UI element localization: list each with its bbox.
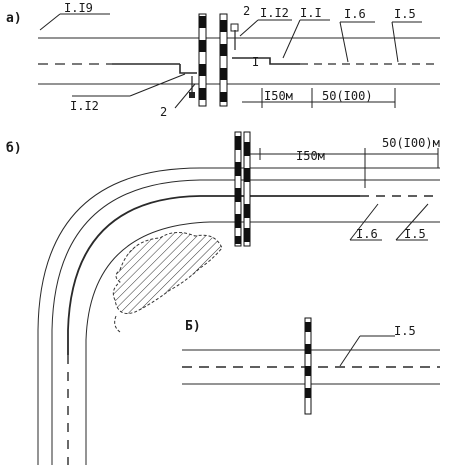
panel-a: а) I [6,1,440,119]
sign-top-icon [230,23,239,32]
leader-15-b [395,203,429,241]
leader-16-b [349,203,379,241]
label-119: I.I9 [64,1,93,15]
leader-112-bottom [129,73,186,97]
label-50-a: 50(I00) [322,89,373,103]
leader-11 [282,19,301,59]
railway-crossing-b [234,131,251,247]
label-150-b: I50м [296,149,325,163]
panel-c: Б) I.5 [182,317,440,415]
label-11: I.I [300,6,322,20]
railway-crossing-c [304,317,312,415]
road-edge-outer [37,167,440,465]
label-2-top: 2 [243,4,250,18]
label-16-b: I.6 [356,227,378,241]
leader-119 [39,13,61,31]
stop-line-left [179,64,197,74]
panel-a-letter: а) [6,11,22,26]
label-15-c: I.5 [394,324,416,338]
label-112-bottom: I.I2 [70,99,99,113]
panel-b: б) [6,131,440,465]
leader-15 [391,21,399,63]
centerline-solid-right [232,57,300,65]
label-16-a: I.6 [344,7,366,21]
panel-c-letter: Б) [185,319,201,334]
panel-b-letter: б) [6,141,22,156]
label-2-bottom: 2 [160,105,167,119]
railway-crossing-a [198,13,228,107]
leader-16 [339,21,349,63]
road-edge-inner [85,221,440,465]
leader-2-bottom [174,83,196,109]
label-15-b: I.5 [404,227,426,241]
label-15-a: I.5 [394,7,416,21]
centerline-solid-b [67,195,360,355]
hatched-obstruction-area [112,232,223,314]
road-edge-outer-2 [51,179,440,465]
label-150-a: I50м [264,89,293,103]
sign-bottom-icon [189,92,195,98]
small-i-mark: I [252,55,259,69]
leader-112-top [239,19,259,37]
label-50-b: 50(I00)м [382,136,440,150]
label-112-top: I.I2 [260,6,289,20]
leader-15-c [339,335,361,367]
